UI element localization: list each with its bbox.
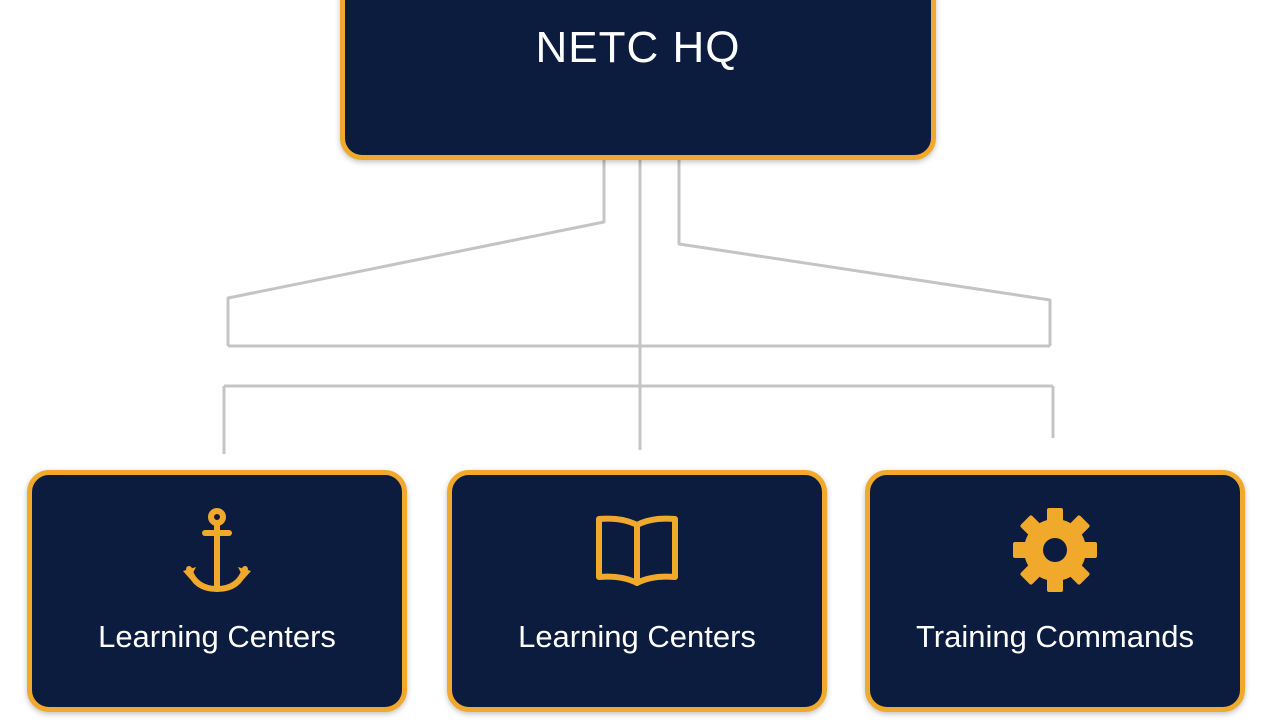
child-label: Training Commands	[916, 619, 1194, 654]
hq-title: NETC HQ	[535, 23, 741, 72]
connector-right-branch	[677, 160, 1052, 346]
open-book-icon	[596, 515, 678, 586]
anchor-icon	[183, 508, 251, 592]
child-node-learning-centers-1: Learning Centers	[27, 470, 407, 712]
gear-icon	[1013, 508, 1097, 592]
child-label: Learning Centers	[518, 619, 756, 654]
child-label: Learning Centers	[98, 619, 336, 654]
hq-node: NETC HQ	[340, 0, 936, 160]
child-node-learning-centers-2: Learning Centers	[447, 470, 827, 712]
connector-left-branch	[226, 160, 606, 346]
child-node-training-commands: Training Commands	[865, 470, 1245, 712]
